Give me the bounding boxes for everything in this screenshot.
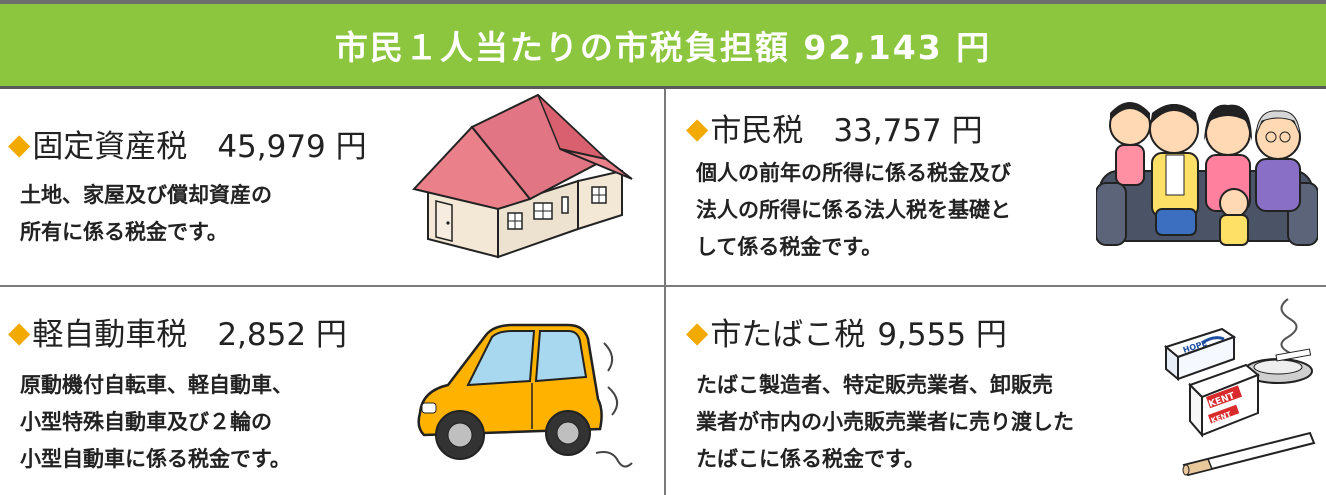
diamond-bullet-icon: ◆ (686, 110, 709, 145)
car-icon (417, 323, 633, 468)
description-line: 小型特殊自動車及び２輪の (20, 410, 272, 434)
cell-fixed-asset-tax: ◆ 固定資産税 45,979 円 土地、家屋及び償却資産の 所有に係る税金です。 (0, 89, 664, 285)
diamond-bullet-icon: ◆ (686, 314, 709, 349)
tax-name: 軽自動車税 (32, 317, 188, 353)
tax-name: 市民税 (710, 113, 804, 149)
house-icon (412, 93, 633, 259)
description-line: 法人の所得に係る法人税を基礎と (696, 198, 1011, 222)
tax-name: 市たばこ税 (710, 317, 866, 353)
divider-horizontal (0, 285, 1326, 287)
cell-tobacco-tax: ◆ 市たばこ税 9,555 円 たばこ製造者、特定販売業者、卸販売 業者が市内の… (666, 287, 1326, 495)
tax-description: 土地、家屋及び償却資産の 所有に係る税金です。 (20, 177, 272, 251)
cell-municipal-tax: ◆ 市民税 33,757 円 個人の前年の所得に係る税金及び 法人の所得に係る法… (666, 89, 1326, 285)
description-line: 業者が市内の小売販売業者に売り渡した (696, 410, 1074, 434)
page-title: 市民１人当たりの市税負担額 92,143 円 (0, 0, 1326, 89)
cigarette-icon: HOPE KENT KENT (1163, 298, 1316, 477)
description-line: 所有に係る税金です。 (20, 220, 228, 244)
cell-title-row: ◆ 市民税 33,757 円 (686, 105, 983, 150)
description-line: 小型自動車に係る税金です。 (20, 447, 291, 471)
tax-description: 原動機付自転車、軽自動車、 小型特殊自動車及び２輪の 小型自動車に係る税金です。 (20, 367, 293, 478)
description-line: たばこに係る税金です。 (696, 447, 925, 471)
tax-description: たばこ製造者、特定販売業者、卸販売 業者が市内の小売販売業者に売り渡した たばこ… (696, 367, 1074, 478)
tax-amount: 9,555 円 (877, 317, 1007, 353)
tax-amount: 2,852 円 (217, 317, 347, 353)
diamond-bullet-icon: ◆ (8, 314, 31, 349)
tax-amount: 33,757 円 (833, 113, 983, 149)
description-line: 原動機付自転車、軽自動車、 (20, 373, 293, 397)
cell-title-row: ◆ 市たばこ税 9,555 円 (686, 309, 1007, 354)
description-line: 個人の前年の所得に係る税金及び (696, 161, 1011, 185)
cell-light-vehicle-tax: ◆ 軽自動車税 2,852 円 原動機付自転車、軽自動車、 小型特殊自動車及び２… (0, 287, 664, 495)
description-line: して係る税金です。 (696, 235, 883, 259)
divider-vertical (664, 89, 666, 495)
tax-name: 固定資産税 (32, 129, 188, 165)
cell-title-row: ◆ 軽自動車税 2,852 円 (8, 309, 347, 354)
family-icon (1096, 102, 1318, 246)
cell-title-row: ◆ 固定資産税 45,979 円 (8, 121, 367, 166)
tax-amount: 45,979 円 (217, 129, 367, 165)
tax-description: 個人の前年の所得に係る税金及び 法人の所得に係る法人税を基礎と して係る税金です… (696, 155, 1011, 266)
diamond-bullet-icon: ◆ (8, 126, 31, 161)
description-line: 土地、家屋及び償却資産の (20, 183, 272, 207)
description-line: たばこ製造者、特定販売業者、卸販売 (696, 373, 1053, 397)
